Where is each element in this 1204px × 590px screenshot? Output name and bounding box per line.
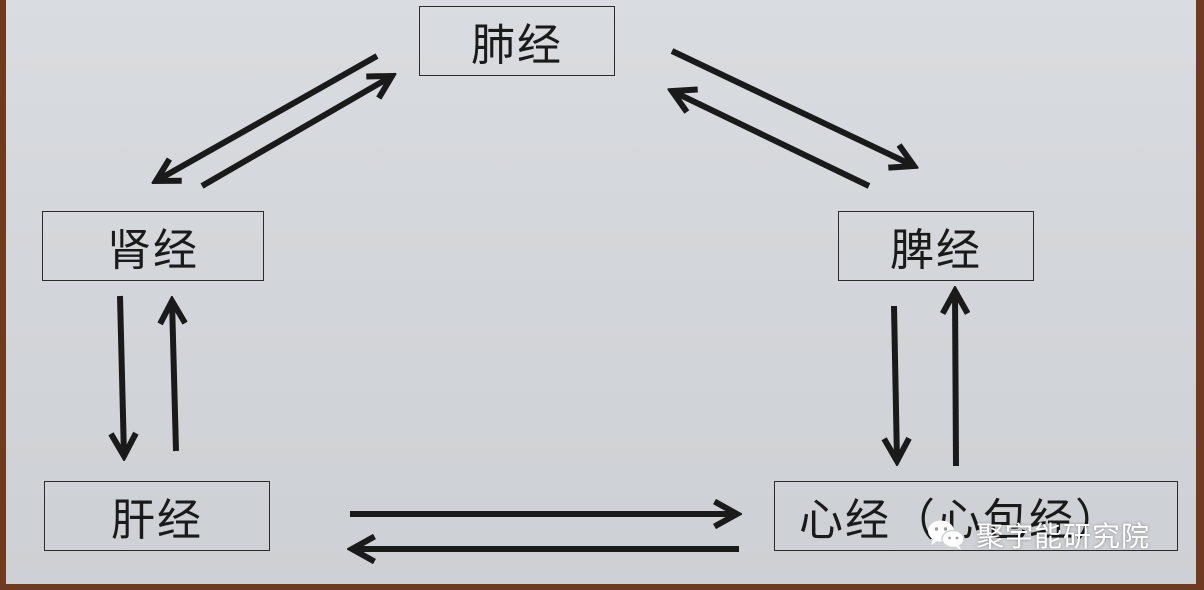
arrow-heart-to-spleen: [955, 291, 956, 467]
node-kidney-meridian: 肾经: [42, 211, 264, 281]
wechat-icon: [928, 520, 965, 550]
arrow-spleen-to-lung: [672, 91, 871, 189]
arrow-spleen-to-heart: [894, 305, 897, 461]
arrow-kidney-to-lung: [200, 76, 392, 189]
node-lung-meridian: 肺经: [419, 6, 615, 76]
arrow-kidney-to-liver: [120, 295, 124, 456]
node-liver-meridian: 肝经: [44, 481, 270, 551]
arrow-liver-to-kidney: [172, 301, 176, 452]
diagram-canvas: 肺经 肾经 脾经 肝经 心经（心包经）: [6, 0, 1196, 584]
arrow-lung-to-spleen: [670, 48, 914, 166]
arrows-layer: [6, 48, 1196, 584]
watermark: 聚宇能研究院: [926, 510, 1150, 560]
watermark-text: 聚宇能研究院: [976, 520, 1151, 553]
arrow-lung-to-kidney: [156, 53, 379, 181]
node-spleen-meridian: 脾经: [838, 211, 1034, 281]
